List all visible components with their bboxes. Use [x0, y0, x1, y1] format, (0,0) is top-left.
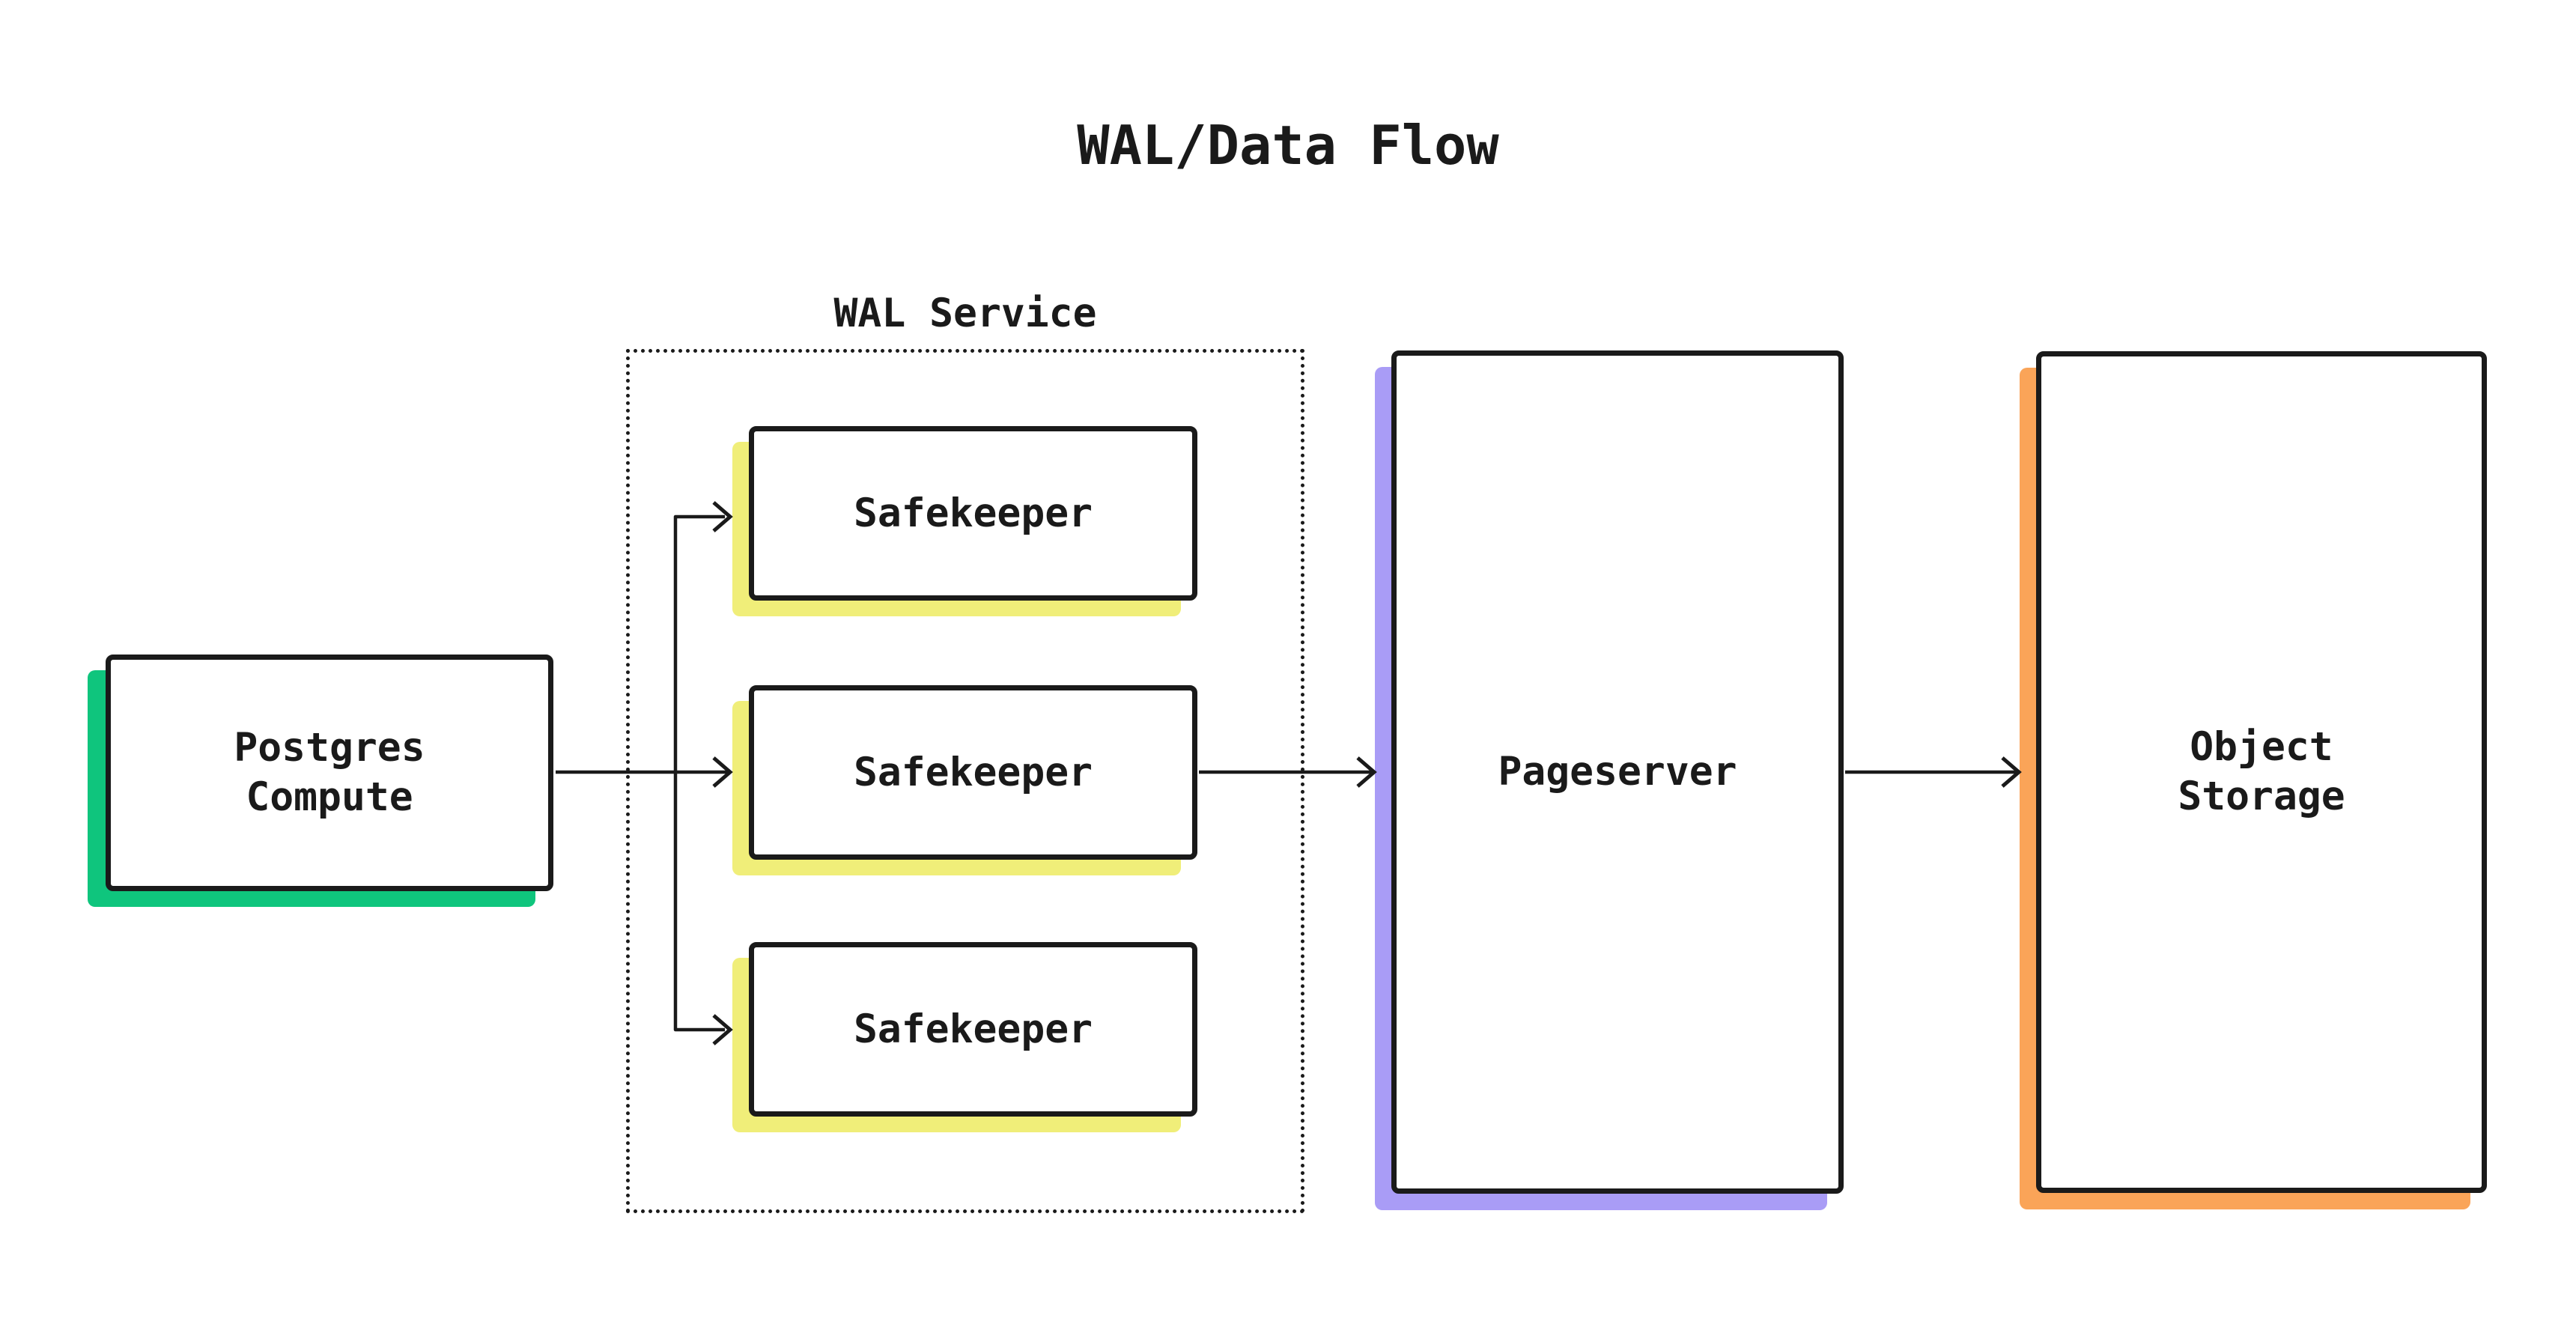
object-storage-label-line2: Storage [2178, 774, 2345, 819]
safekeeper-box-1: Safekeeper [749, 426, 1197, 601]
postgres-compute-label-line2: Compute [246, 774, 413, 820]
safekeeper-box-2: Safekeeper [749, 685, 1197, 860]
pageserver-label: Pageserver [1498, 749, 1737, 795]
postgres-compute-label-line1: Postgres [234, 725, 425, 771]
safekeeper-label-2: Safekeeper [853, 749, 1093, 795]
postgres-compute-box: Postgres Compute [106, 655, 553, 891]
object-storage-box: Object Storage [2036, 351, 2487, 1193]
postgres-compute-label: Postgres Compute [234, 723, 425, 822]
pageserver-box: Pageserver [1391, 350, 1844, 1194]
safekeeper-label-3: Safekeeper [853, 1006, 1093, 1052]
safekeeper-box-3: Safekeeper [749, 942, 1197, 1117]
safekeeper-label-1: Safekeeper [853, 490, 1093, 536]
arrow-pageserver-to-object-storage [1845, 756, 2022, 788]
object-storage-label: Object Storage [2178, 723, 2345, 822]
wal-service-label: WAL Service [833, 291, 1097, 336]
object-storage-label-line1: Object [2190, 724, 2333, 770]
wal-service-group [626, 349, 1304, 1213]
diagram-title: WAL/Data Flow [1077, 114, 1499, 177]
